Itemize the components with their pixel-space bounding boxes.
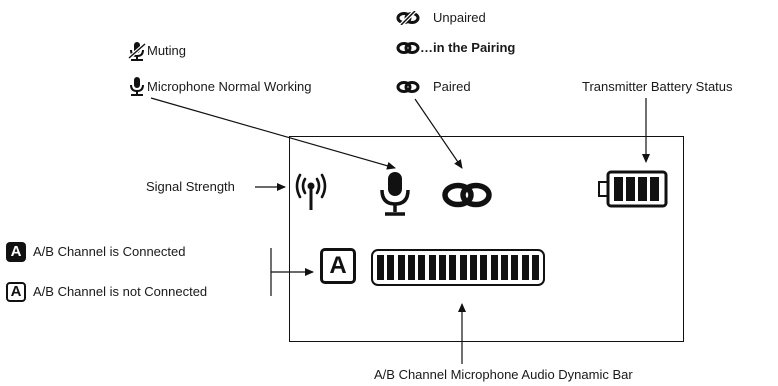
- audio-segment: [511, 255, 519, 280]
- muting-label: Muting: [147, 43, 187, 58]
- audio-segment: [500, 255, 508, 280]
- audio-segment: [490, 255, 498, 280]
- link-icon: [441, 181, 493, 214]
- display-screen: [289, 136, 684, 342]
- audio-bar-label: A/B Channel Microphone Audio Dynamic Bar: [374, 367, 633, 382]
- paired-label: Paired: [433, 79, 471, 94]
- channel-not-connected-badge: A: [6, 282, 26, 302]
- battery-status-label: Transmitter Battery Status: [582, 79, 733, 94]
- mic-muted-icon: [127, 41, 147, 66]
- link-icon: [396, 80, 420, 99]
- audio-segment: [521, 255, 529, 280]
- mic-icon: [378, 170, 412, 223]
- audio-segment: [449, 255, 457, 280]
- audio-segment: [459, 255, 467, 280]
- audio-segment: [377, 255, 384, 280]
- audio-segment: [531, 255, 539, 280]
- audio-segment: [397, 255, 405, 280]
- pairing-callout-line: [414, 98, 463, 169]
- audio-segment: [387, 255, 395, 280]
- mic-normal-label: Microphone Normal Working: [147, 79, 312, 94]
- audio-segment: [418, 255, 426, 280]
- audio-segment: [438, 255, 446, 280]
- mic-icon: [127, 76, 147, 101]
- channel-connected-badge: A: [6, 242, 26, 262]
- channel-connected-label: A/B Channel is Connected: [33, 244, 186, 259]
- pairing-in-progress-label: …in the Pairing: [420, 40, 516, 55]
- mic-callout-line: [150, 97, 396, 170]
- audio-segment: [428, 255, 436, 280]
- audio-segment: [407, 255, 415, 280]
- signal-strength-icon: [292, 172, 330, 217]
- channel-not-connected-label: A/B Channel is not Connected: [33, 284, 208, 299]
- audio-segment: [469, 255, 477, 280]
- signal-strength-label: Signal Strength: [146, 179, 235, 194]
- audio-segments: [377, 255, 539, 280]
- channel-indicator: A: [320, 248, 356, 284]
- audio-dynamic-bar: [371, 249, 545, 286]
- battery-icon: [598, 170, 668, 213]
- unpaired-label: Unpaired: [433, 10, 486, 25]
- audio-segment: [480, 255, 488, 280]
- link-broken-icon: [396, 9, 420, 30]
- link-icon: [396, 41, 420, 60]
